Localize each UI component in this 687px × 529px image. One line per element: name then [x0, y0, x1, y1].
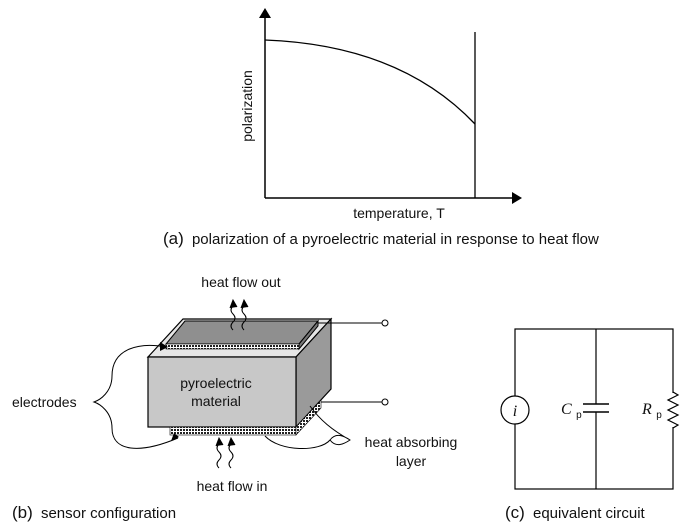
- y-axis-label: polarization: [239, 70, 255, 142]
- absorbing-layer-front: [169, 426, 297, 436]
- heat-flow-out-label: heat flow out: [201, 274, 280, 290]
- electrodes-brace-arrow-bottom: [171, 433, 179, 441]
- resistor-label: R p: [641, 401, 662, 421]
- top-electrode-edge: [165, 343, 300, 350]
- block-label-line1: pyroelectric: [180, 375, 252, 391]
- current-source: [500, 395, 530, 425]
- caption-a-letter: (a): [163, 229, 184, 248]
- y-axis-arrow: [259, 8, 271, 18]
- electrodes-brace-arrow-top: [160, 342, 168, 351]
- heat-flow-out-arrows: [229, 298, 249, 331]
- polarization-curve: [264, 39, 476, 125]
- resistor-gap: [668, 393, 678, 427]
- capacitor-symbol: C: [561, 401, 572, 418]
- heat-flow-in-arrows: [215, 436, 236, 469]
- caption-b-text: sensor configuration: [41, 505, 176, 522]
- absorbing-layer-brace: [264, 405, 351, 450]
- x-axis-arrow: [512, 192, 522, 204]
- panel-b-sensor: heat flow out heat flow in pyroelectric …: [12, 274, 457, 522]
- caption-a-text: polarization of a pyroelectric material …: [192, 231, 599, 248]
- capacitor-subscript: p: [576, 410, 582, 421]
- electrodes-brace: [92, 344, 179, 449]
- resistor-zigzag: [666, 391, 680, 429]
- caption-b-letter: (b): [12, 503, 33, 522]
- caption-c-letter: (c): [505, 503, 525, 522]
- block-front-face: [147, 356, 297, 428]
- absorbing-label-line2: layer: [396, 453, 427, 469]
- x-axis-label: temperature, T: [353, 205, 445, 221]
- bottom-terminal: [381, 398, 389, 406]
- capacitor-gap: [585, 404, 607, 412]
- caption-c-text: equivalent circuit: [533, 505, 646, 522]
- resistor-subscript: p: [656, 410, 662, 421]
- caption-a: (a) polarization of a pyroelectric mater…: [163, 229, 599, 248]
- panel-a-plot: polarization temperature, T (a) polariza…: [163, 8, 599, 248]
- capacitor-label: C p: [561, 401, 582, 421]
- resistor-symbol: R: [641, 401, 652, 418]
- heat-flow-in-label: heat flow in: [197, 478, 268, 494]
- panel-c-circuit: i C p R p (c) equivalent circuit: [500, 328, 680, 522]
- absorbing-label-line1: heat absorbing: [365, 434, 458, 450]
- caption-b: (b) sensor configuration: [12, 503, 176, 522]
- top-terminal: [381, 319, 389, 327]
- electrodes-label: electrodes: [12, 394, 77, 410]
- caption-c: (c) equivalent circuit: [505, 503, 646, 522]
- block-label-line2: material: [191, 393, 241, 409]
- current-source-label: i: [513, 403, 517, 420]
